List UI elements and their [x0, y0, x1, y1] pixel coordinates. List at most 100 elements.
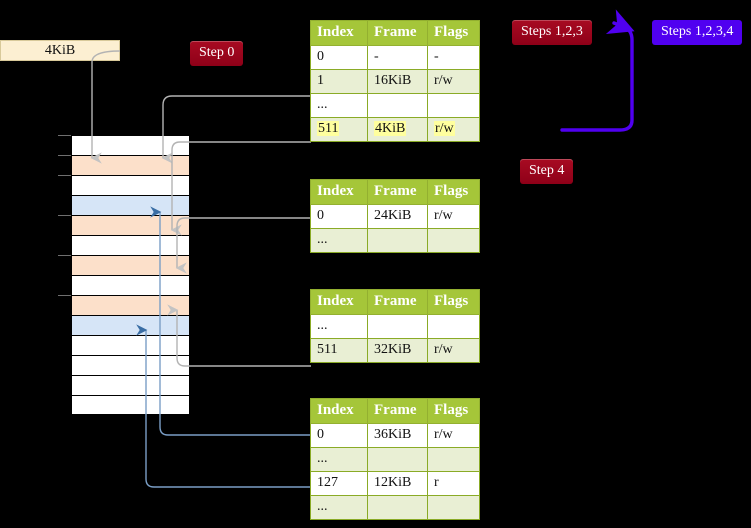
column-header: Index — [310, 289, 368, 315]
physical-memory-column — [71, 135, 190, 415]
table-cell: 4KiB — [367, 117, 428, 142]
table-cell: 0 — [310, 45, 368, 70]
table-row: ... — [310, 495, 480, 520]
wire-table2-to-memory — [175, 217, 311, 274]
table-cell: 0 — [310, 423, 368, 448]
table-cell: r — [427, 471, 480, 496]
memory-scale-tick — [58, 295, 71, 296]
table-cell — [427, 228, 480, 253]
table-cell: ... — [310, 314, 368, 339]
table-cell: ... — [310, 495, 368, 520]
table-row: 511 4KiB r/w — [310, 117, 480, 142]
column-header: Frame — [367, 289, 428, 315]
memory-scale-tick — [58, 135, 71, 136]
table-row: ... — [310, 228, 480, 253]
frame-size-label: 4KiB — [44, 42, 76, 58]
table-cell: 511 — [310, 338, 368, 363]
table-cell — [367, 447, 428, 472]
column-header: Frame — [367, 20, 428, 46]
memory-frame-row — [71, 295, 190, 315]
table-cell: r/w — [427, 117, 480, 142]
column-header: Index — [310, 179, 368, 205]
highlighted-value: 511 — [317, 121, 340, 136]
memory-frame-row — [71, 335, 190, 355]
table-cell: 12KiB — [367, 471, 428, 496]
badge-steps-1234: Steps 1,2,3,4 — [652, 20, 743, 45]
memory-scale-tick — [58, 215, 71, 216]
table-cell — [367, 495, 428, 520]
table-cell: r/w — [427, 204, 480, 229]
table-cell — [427, 447, 480, 472]
column-header: Flags — [427, 179, 480, 205]
table-cell — [367, 93, 428, 118]
table-cell: 127 — [310, 471, 368, 496]
memory-frame-row — [71, 235, 190, 255]
table-cell — [427, 495, 480, 520]
table-cell: r/w — [427, 423, 480, 448]
table-cell — [427, 93, 480, 118]
table-row: 0-- — [310, 45, 480, 70]
frame-size-box: 4KiB — [0, 40, 120, 61]
table-cell: 24KiB — [367, 204, 428, 229]
table-cell: - — [367, 45, 428, 70]
highlighted-value: 4KiB — [374, 121, 407, 136]
table-cell — [367, 314, 428, 339]
column-header: Flags — [427, 289, 480, 315]
table-cell: 511 — [310, 117, 368, 142]
column-header: Flags — [427, 398, 480, 424]
memory-frame-row — [71, 375, 190, 395]
table-cell: 1 — [310, 69, 368, 94]
table-cell: 16KiB — [367, 69, 428, 94]
wire-table1-to-memory-b — [170, 141, 311, 236]
memory-scale-tick — [58, 175, 71, 176]
badge-steps-123: Steps 1,2,3 — [512, 20, 592, 45]
table-cell: ... — [310, 93, 368, 118]
memory-frame-row — [71, 215, 190, 235]
memory-frame-row — [71, 135, 190, 155]
table-cell: r/w — [427, 69, 480, 94]
column-header: Index — [310, 398, 368, 424]
column-header: Frame — [367, 179, 428, 205]
table-cell: 32KiB — [367, 338, 428, 363]
table-row: ... — [310, 447, 480, 472]
column-header: Index — [310, 20, 368, 46]
table-cell: - — [427, 45, 480, 70]
table-cell — [427, 314, 480, 339]
memory-frame-row — [71, 175, 190, 195]
badge-step-0: Step 0 — [190, 41, 244, 66]
memory-frame-row — [71, 155, 190, 175]
table-cell: ... — [310, 228, 368, 253]
memory-frame-row — [71, 355, 190, 375]
memory-frame-row — [71, 255, 190, 275]
memory-scale-tick — [58, 255, 71, 256]
memory-frame-row — [71, 315, 190, 335]
memory-frame-row — [71, 275, 190, 295]
badge-step-4: Step 4 — [520, 159, 574, 184]
table-cell: 36KiB — [367, 423, 428, 448]
highlighted-value: r/w — [434, 121, 455, 136]
table-cell: 0 — [310, 204, 368, 229]
table-row: ... — [310, 93, 480, 118]
memory-scale-tick — [58, 155, 71, 156]
column-header: Frame — [367, 398, 428, 424]
table-cell — [367, 228, 428, 253]
column-header: Flags — [427, 20, 480, 46]
table-row: ... — [310, 314, 480, 339]
table-cell: r/w — [427, 338, 480, 363]
wire-table3-to-memory — [167, 304, 311, 367]
table-cell: ... — [310, 447, 368, 472]
